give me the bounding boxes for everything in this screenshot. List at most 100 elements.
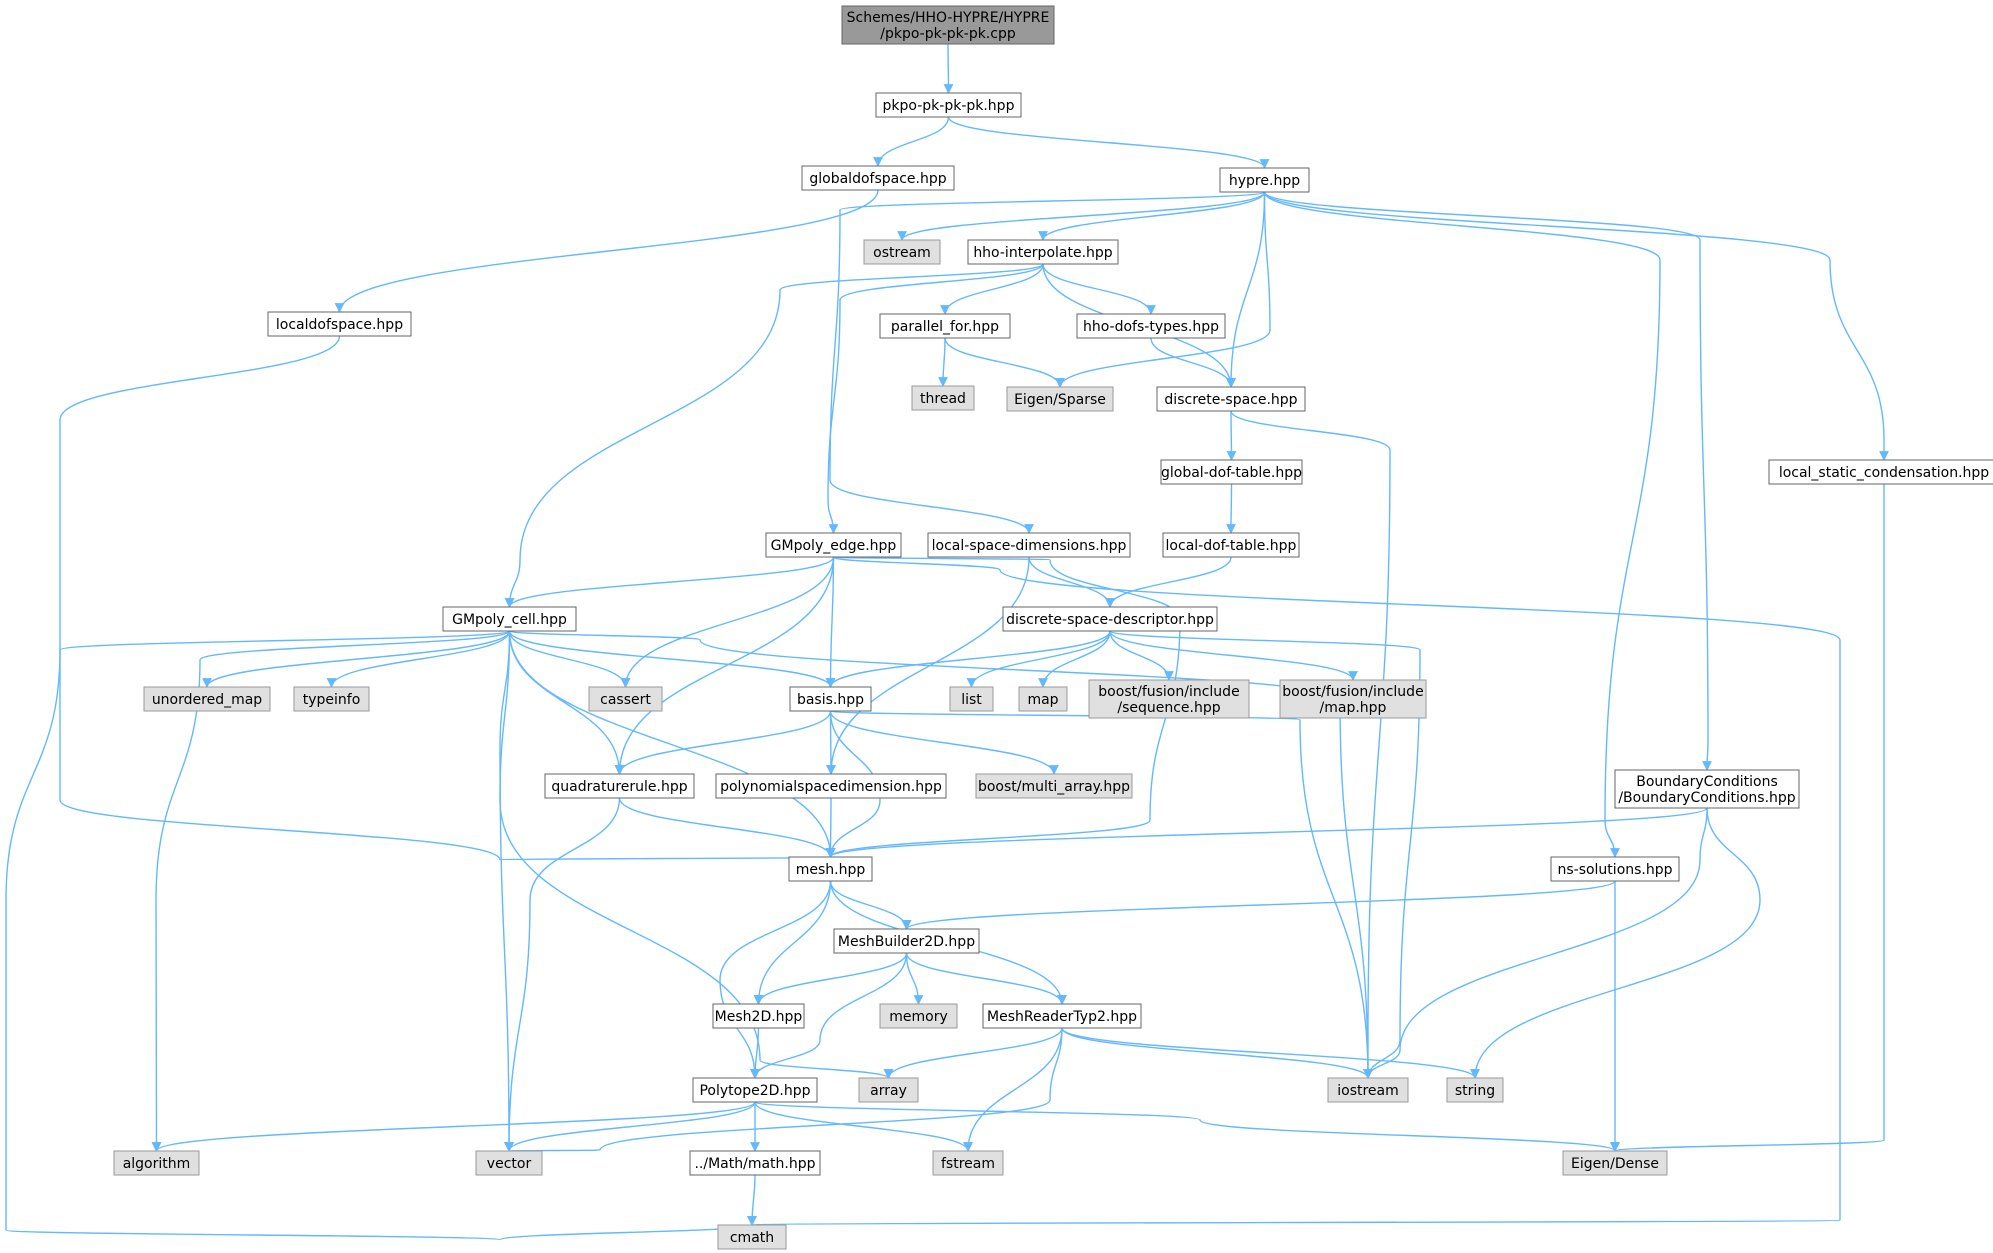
node-label-math: ../Math/math.hpp <box>694 1156 815 1172</box>
edge-gmpoly_edge-to-gmpoly_cell <box>504 556 835 608</box>
node-label-ostream: ostream <box>873 245 931 261</box>
node-box-cassert <box>588 686 663 712</box>
node-local_space_dim[interactable]: local-space-dimensions.hpp <box>927 532 1131 558</box>
node-label-ns_solutions: ns-solutions.hpp <box>1557 862 1672 878</box>
edge-gmpoly_cell-to-typeinfo <box>326 630 511 688</box>
edge-meshreader-to-string <box>1061 1027 1480 1079</box>
node-gmpoly_edge[interactable]: GMpoly_edge.hpp <box>765 532 902 558</box>
node-label-array: array <box>870 1083 907 1099</box>
edge-dsd-to-bf_seq <box>1109 630 1174 681</box>
node-meshbuilder[interactable]: MeshBuilder2D.hpp <box>833 928 980 954</box>
edge-gmpoly_cell-to-vector <box>499 630 514 1152</box>
edge-hypre-to-hho_interpolate <box>1038 191 1266 241</box>
node-root[interactable]: Schemes/HHO-HYPRE/HYPRE/pkpo-pk-pk-pk.cp… <box>841 5 1055 45</box>
node-meshreader[interactable]: MeshReaderTyp2.hpp <box>982 1003 1142 1029</box>
node-box-fstream <box>932 1150 1004 1176</box>
edge-boundary_cond-to-string <box>1470 807 1761 1079</box>
node-hho_dofs_types[interactable]: hho-dofs-types.hpp <box>1076 313 1226 339</box>
edge-root-to-pkpo_hpp <box>943 43 954 94</box>
node-ostream: ostream <box>863 239 941 265</box>
node-discrete_space[interactable]: discrete-space.hpp <box>1156 386 1306 412</box>
edge-globaldofspace-to-localdofspace <box>334 189 879 313</box>
node-label-mesh2d: Mesh2D.hpp <box>715 1009 803 1025</box>
node-local_static[interactable]: local_static_condensation.hpp <box>1768 459 1993 485</box>
node-box-boost_multi <box>975 773 1133 799</box>
edge-pkpo_hpp-to-hypre <box>947 116 1270 169</box>
node-box-parallel_for <box>879 313 1011 339</box>
edge-dsd-to-bf_map <box>1109 630 1358 681</box>
node-label-gmpoly_edge: GMpoly_edge.hpp <box>771 538 897 554</box>
node-label-mesh: mesh.hpp <box>796 862 866 878</box>
node-box-mesh2d <box>712 1003 805 1029</box>
edge-basis-to-boost_multi <box>829 710 1059 775</box>
node-box-meshreader <box>982 1003 1142 1029</box>
node-pkpo_hpp[interactable]: pkpo-pk-pk-pk.hpp <box>875 92 1022 118</box>
edge-gmpoly_edge-to-cmath <box>751 556 1841 1226</box>
node-label-gmpoly_cell: GMpoly_cell.hpp <box>452 612 567 628</box>
node-label-quadrature: quadraturerule.hpp <box>551 779 687 795</box>
node-label-eigen_sparse: Eigen/Sparse <box>1014 392 1106 408</box>
node-global_dof_table[interactable]: global-dof-table.hpp <box>1160 459 1303 485</box>
node-label-bf_seq-line-1: boost/fusion/include <box>1098 684 1239 700</box>
edge-hho_interpolate-to-gmpoly_edge <box>827 263 1044 534</box>
node-mesh[interactable]: mesh.hpp <box>788 856 873 882</box>
node-math[interactable]: ../Math/math.hpp <box>689 1150 821 1176</box>
node-hypre[interactable]: hypre.hpp <box>1219 167 1310 193</box>
node-label-cmath: cmath <box>730 1230 774 1246</box>
edge-meshbuilder-to-mesh2d <box>753 952 908 1005</box>
node-gmpoly_cell[interactable]: GMpoly_cell.hpp <box>442 606 577 632</box>
node-boundary_cond[interactable]: BoundaryConditions/BoundaryConditions.hp… <box>1614 769 1800 809</box>
node-localdofspace[interactable]: localdofspace.hpp <box>267 311 412 337</box>
edge-pkpo_hpp-to-globaldofspace <box>873 116 950 167</box>
edge-polytope-to-fstream <box>754 1101 973 1152</box>
node-box-basis <box>789 686 872 712</box>
node-label-fstream: fstream <box>941 1156 995 1172</box>
node-cassert: cassert <box>588 686 663 712</box>
edge-gmpoly_cell-to-algorithm <box>151 630 511 1152</box>
edge-meshbuilder-to-meshreader <box>905 952 1067 1005</box>
node-label-hho_dofs_types: hho-dofs-types.hpp <box>1083 319 1219 335</box>
node-globaldofspace[interactable]: globaldofspace.hpp <box>801 165 955 191</box>
node-box-eigen_sparse <box>1006 386 1114 412</box>
node-label-local_static: local_static_condensation.hpp <box>1779 465 1989 481</box>
nodes-layer: Schemes/HHO-HYPRE/HYPRE/pkpo-pk-pk-pk.cp… <box>113 5 1993 1250</box>
node-local_dof_table[interactable]: local-dof-table.hpp <box>1162 532 1300 558</box>
node-array: array <box>858 1077 919 1103</box>
edge-hypre-to-eigen_sparse <box>1055 191 1271 388</box>
node-label-global_dof_table: global-dof-table.hpp <box>1161 465 1302 481</box>
node-mesh2d[interactable]: Mesh2D.hpp <box>712 1003 805 1029</box>
node-box-ostream <box>863 239 941 265</box>
node-fstream: fstream <box>932 1150 1004 1176</box>
edge-ns_solutions-to-meshbuilder <box>901 880 1616 930</box>
node-polytope[interactable]: Polytope2D.hpp <box>692 1077 818 1103</box>
node-hho_interpolate[interactable]: hho-interpolate.hpp <box>967 239 1119 265</box>
node-label-typeinfo: typeinfo <box>303 692 361 708</box>
edge-gmpoly_edge-to-cassert <box>620 556 835 688</box>
node-parallel_for[interactable]: parallel_for.hpp <box>879 313 1011 339</box>
node-label-unordered_map: unordered_map <box>152 692 262 708</box>
node-basis[interactable]: basis.hpp <box>789 686 872 712</box>
edge-meshbuilder-to-polytope <box>750 952 908 1079</box>
edge-gmpoly_cell-to-unordered_map <box>202 630 511 688</box>
node-label-thread: thread <box>920 391 966 407</box>
node-box-quadrature <box>544 773 695 799</box>
node-dsd[interactable]: discrete-space-descriptor.hpp <box>1002 606 1218 632</box>
edge-parallel_for-to-thread <box>938 337 948 387</box>
node-label-cassert: cassert <box>600 692 651 708</box>
edge-mesh-to-polytope <box>719 880 832 1079</box>
edge-gmpoly_edge-to-mesh <box>825 556 1181 858</box>
edge-hho_interpolate-to-parallel_for <box>940 263 1044 315</box>
node-algorithm: algorithm <box>113 1150 200 1176</box>
node-polyspace[interactable]: polynomialspacedimension.hpp <box>715 773 947 799</box>
node-quadrature[interactable]: quadraturerule.hpp <box>544 773 695 799</box>
node-box-dsd <box>1002 606 1218 632</box>
edge-gmpoly_edge-to-quadrature <box>614 556 835 775</box>
node-box-unordered_map <box>143 686 271 712</box>
node-ns_solutions[interactable]: ns-solutions.hpp <box>1550 856 1680 882</box>
node-box-local_dof_table <box>1162 532 1300 558</box>
edge-meshreader-to-iostream <box>1061 1027 1373 1079</box>
node-box-mesh <box>788 856 873 882</box>
node-box-memory <box>879 1003 958 1029</box>
edge-quadrature-to-mesh <box>618 797 836 858</box>
edge-math-to-cmath <box>747 1174 757 1226</box>
